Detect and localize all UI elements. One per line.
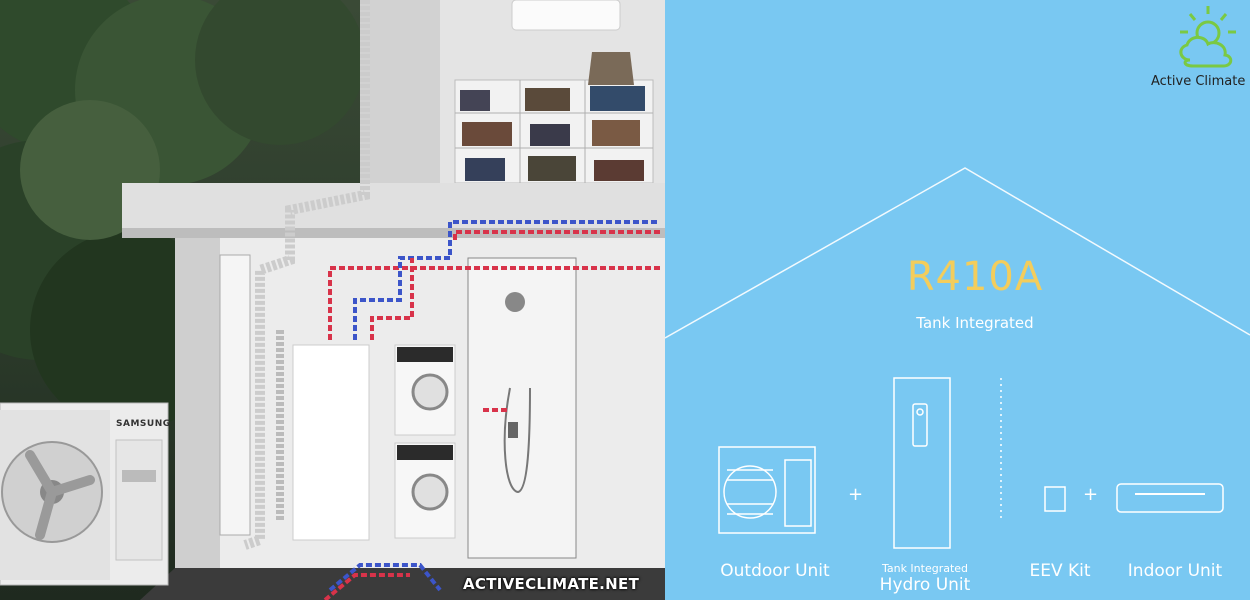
plus-sign: + [1083,484,1099,505]
system-overview-panel: Active Climate R410A Tank Integrated + +… [665,0,1250,600]
tank-integrated-subtitle: Tank Integrated [916,314,1034,332]
eev-kit-outline [1044,486,1066,512]
refrigerant-pipes [323,220,660,600]
refrigerant-title: R410A [906,254,1044,300]
panel-graphics [665,6,1250,549]
samsung-outdoor-unit [0,402,169,586]
site-watermark: ACTIVECLIMATE.NET [463,575,640,593]
house-illustration: SAMSUNG ACTIVECLIMATE.NET [0,0,665,600]
active-climate-logo-text: Active Climate [1151,74,1246,89]
bookshelf [454,79,654,184]
house-cutaway-graphic [0,0,665,600]
sun-cloud-icon [1179,6,1236,68]
outdoor-unit-brand-label: SAMSUNG [116,419,171,429]
outdoor-unit-label: Outdoor Unit [720,561,830,581]
tank-integrated-label: Tank Integrated [881,562,969,575]
plus-sign: + [848,484,864,505]
hydro-unit-label: Hydro Unit [879,575,971,595]
outdoor-unit-outline [718,446,816,534]
roof-outline [665,167,1250,339]
eev-kit-label: EEV Kit [1029,561,1091,581]
tank-hydro-unit-outline [893,377,951,549]
indoor-unit-label: Indoor Unit [1127,561,1223,581]
indoor-unit-outline [1116,483,1224,513]
